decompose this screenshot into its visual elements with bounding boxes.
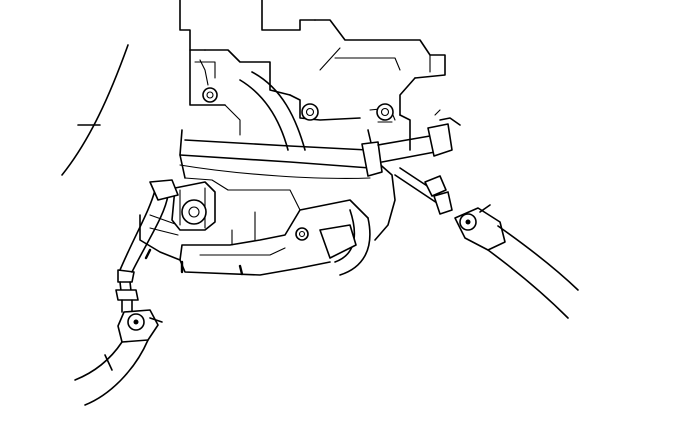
lower-elbow-hose <box>117 179 179 283</box>
upper-hoses <box>179 71 461 276</box>
large-hex-nut <box>171 181 216 231</box>
seam-details <box>144 248 244 276</box>
engine-block <box>61 0 446 276</box>
bolt-right <box>376 103 394 123</box>
right-hose-with-clamp <box>394 167 579 319</box>
bolt-center <box>301 103 319 121</box>
bolt-left <box>202 87 218 103</box>
left-hose-with-clamp <box>74 299 163 406</box>
bracket-bolts <box>202 87 394 241</box>
bolt-lower <box>295 227 309 241</box>
steel-line <box>115 281 139 301</box>
